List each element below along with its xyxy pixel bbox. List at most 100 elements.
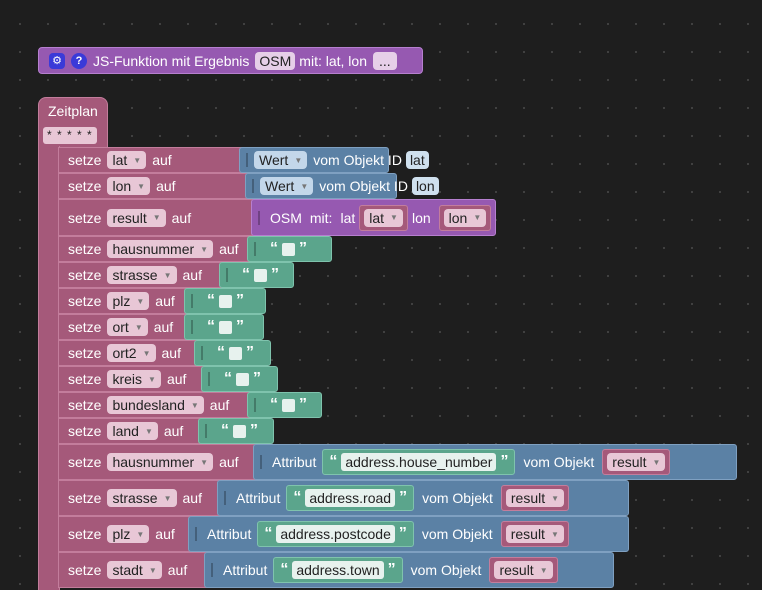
variable-dropdown[interactable]: strasse▼ — [107, 489, 177, 507]
open-quote-icon: “ — [264, 525, 273, 542]
empty-string-block[interactable]: “” — [194, 340, 271, 366]
get-attribute-block[interactable]: Attribut“address.house_number”vom Objekt… — [253, 444, 737, 480]
variable-dropdown[interactable]: ort▼ — [107, 318, 148, 336]
variable-dropdown[interactable]: hausnummer▼ — [107, 453, 214, 471]
variable-dropdown[interactable]: lon▼ — [443, 208, 487, 227]
variable-get-block[interactable]: result▼ — [489, 557, 558, 583]
setze-label: setze — [68, 371, 102, 387]
attribute-string-block[interactable]: “address.town” — [273, 557, 403, 583]
variable-get-block[interactable]: result▼ — [500, 485, 570, 511]
string-input[interactable] — [282, 398, 295, 412]
string-input[interactable] — [229, 346, 242, 360]
string-input[interactable] — [254, 268, 267, 282]
connector-notch — [260, 455, 268, 469]
variable-get-block[interactable]: result▼ — [602, 449, 671, 475]
schedule-block[interactable]: Zeitplan * * * * * — [38, 97, 108, 147]
auf-label: auf — [219, 454, 239, 470]
auf-label: auf — [161, 345, 181, 361]
variable-dropdown[interactable]: result▼ — [505, 489, 565, 507]
chevron-down-icon: ▼ — [148, 565, 157, 575]
object-id-field[interactable]: lon — [411, 177, 439, 195]
variable-dropdown[interactable]: result▼ — [505, 525, 564, 543]
variable-get-block[interactable]: lon▼ — [438, 204, 492, 231]
string-input[interactable] — [219, 320, 232, 334]
string-input[interactable] — [236, 372, 249, 386]
object-id-field[interactable]: lat — [405, 151, 429, 169]
empty-string-block[interactable]: “” — [184, 288, 266, 314]
variable-dropdown[interactable]: kreis▼ — [107, 370, 161, 388]
empty-string-block[interactable]: “” — [201, 366, 278, 392]
connector-notch — [226, 268, 234, 282]
variable-dropdown[interactable]: ort2▼ — [107, 344, 156, 362]
connector-notch — [208, 372, 216, 386]
string-input[interactable] — [233, 424, 246, 438]
connector-notch — [205, 424, 213, 438]
empty-string-block[interactable]: “” — [198, 418, 274, 444]
attribute-string-block[interactable]: “address.postcode” — [257, 521, 414, 547]
variable-get-block[interactable]: lat▼ — [359, 204, 408, 231]
empty-string-block[interactable]: “” — [184, 314, 264, 340]
js-function-block[interactable]: ⚙ ? JS-Funktion mit Ergebnis OSM mit: la… — [38, 47, 423, 74]
variable-dropdown[interactable]: result▼ — [607, 453, 666, 471]
value-type-dropdown[interactable]: Wert▼ — [260, 177, 314, 195]
variable-name: result — [510, 490, 546, 506]
attribute-path-input[interactable]: address.house_number — [341, 453, 497, 471]
empty-string-block[interactable]: “” — [247, 236, 332, 262]
variable-name: result — [112, 209, 147, 226]
variable-dropdown[interactable]: plz▼ — [107, 292, 150, 310]
variable-dropdown[interactable]: plz▼ — [107, 525, 150, 543]
close-quote-icon: ” — [253, 370, 261, 387]
variable-dropdown[interactable]: lon▼ — [107, 177, 151, 195]
question-icon[interactable]: ? — [71, 52, 87, 69]
variable-dropdown[interactable]: land▼ — [107, 422, 158, 440]
string-input[interactable] — [282, 242, 295, 256]
more-button[interactable]: ... — [373, 51, 397, 70]
empty-string-block[interactable]: “” — [247, 392, 322, 418]
variable-dropdown[interactable]: bundesland▼ — [107, 396, 204, 414]
open-quote-icon: “ — [221, 422, 229, 439]
variable-dropdown[interactable]: strasse▼ — [107, 266, 177, 284]
variable-dropdown[interactable]: result▼ — [494, 561, 553, 579]
variable-dropdown[interactable]: result▼ — [107, 208, 166, 227]
gear-icon[interactable]: ⚙ — [49, 52, 65, 69]
attribute-path-input[interactable]: address.town — [292, 561, 384, 579]
value-type-label: Wert — [265, 178, 295, 194]
variable-name: kreis — [112, 371, 143, 387]
variable-dropdown[interactable]: hausnummer▼ — [107, 240, 214, 258]
attribute-path-input[interactable]: address.road — [305, 489, 396, 507]
attribute-string-block[interactable]: “address.road” — [286, 485, 415, 511]
string-input[interactable] — [219, 294, 232, 308]
attribute-path-input[interactable]: address.postcode — [276, 525, 395, 543]
variable-dropdown[interactable]: lat▼ — [107, 151, 147, 169]
value-type-dropdown[interactable]: Wert▼ — [254, 151, 308, 169]
variable-dropdown[interactable]: lat▼ — [364, 208, 403, 227]
function-name-field[interactable]: OSM — [255, 51, 296, 70]
variable-dropdown[interactable]: stadt▼ — [107, 561, 162, 579]
variable-name: result — [612, 454, 647, 470]
empty-string-block[interactable]: “” — [219, 262, 294, 288]
variable-get-block[interactable]: result▼ — [500, 521, 569, 547]
cron-field[interactable]: * * * * * — [43, 127, 97, 144]
attribute-string-block[interactable]: “address.house_number” — [322, 449, 516, 475]
